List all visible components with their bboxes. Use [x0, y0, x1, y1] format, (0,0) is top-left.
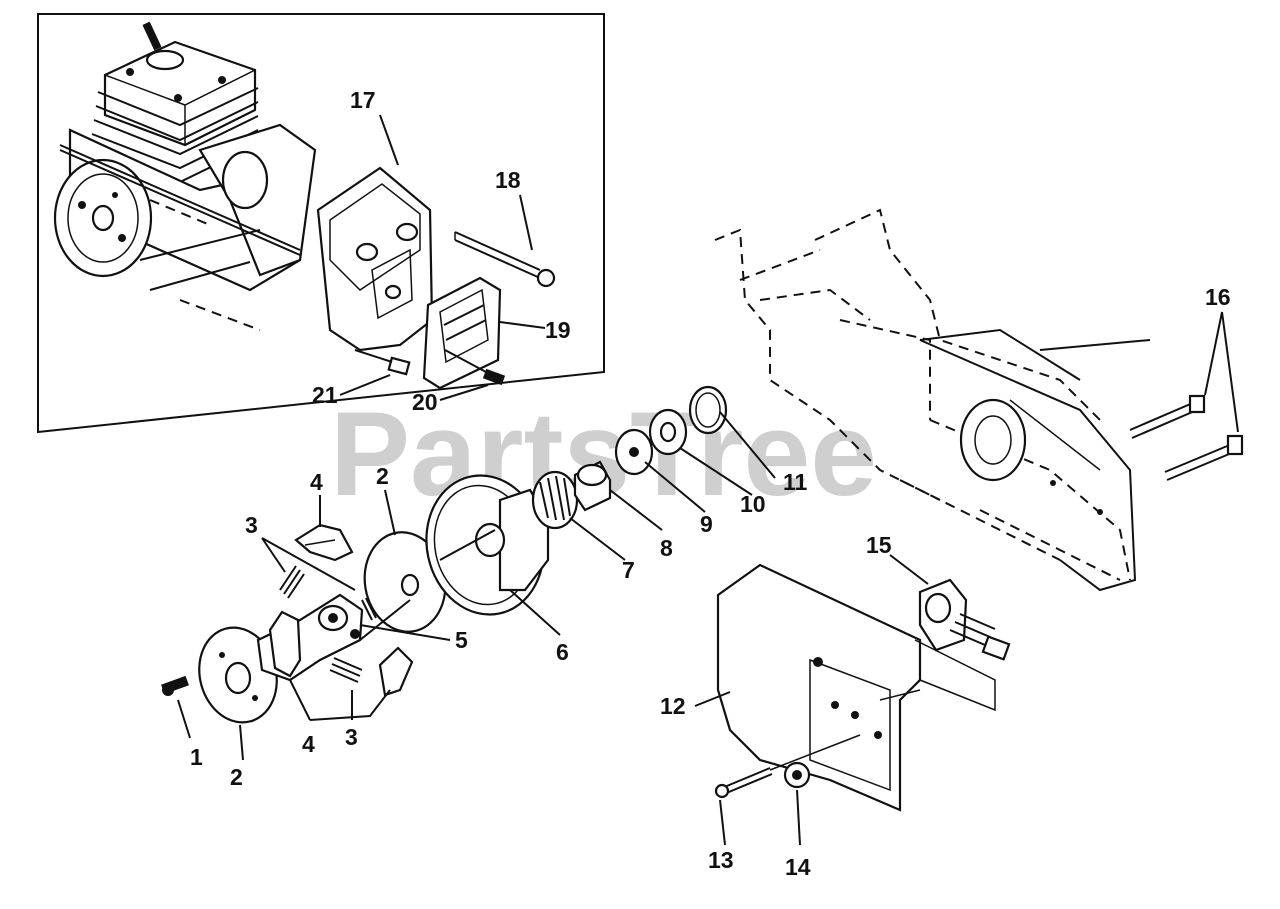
spring-upper-left [279, 565, 305, 599]
callout-5: 5 [455, 627, 468, 653]
callout-12: 12 [660, 693, 686, 719]
needle-bearing [531, 470, 579, 530]
callout-18: 18 [495, 167, 521, 193]
muffler-screen [422, 276, 502, 390]
callout-2-rear-plate: 2 [376, 463, 389, 489]
clutch-shoe-left [268, 610, 302, 678]
callout-20: 20 [412, 389, 438, 415]
engine-crankcase [53, 123, 317, 331]
leader-lines [177, 114, 1239, 846]
side-cover [716, 563, 922, 812]
callout-7: 7 [622, 557, 635, 583]
callout-9: 9 [700, 511, 713, 537]
muffler [316, 166, 434, 352]
spacer [573, 460, 612, 512]
bolt-18 [454, 231, 556, 288]
inset-panel [37, 13, 605, 434]
washer [614, 428, 654, 476]
inset-border [37, 13, 605, 434]
screw-21 [387, 356, 411, 376]
clutch-assembly [161, 385, 728, 724]
clutch-shoe-bottom [378, 646, 414, 697]
nut-14 [783, 761, 811, 789]
callout-2-front-plate: 2 [230, 764, 243, 790]
callout-3-upper: 3 [245, 512, 258, 538]
bearing-washer [648, 408, 688, 456]
callout-10: 10 [740, 491, 766, 517]
sprocket [959, 398, 1027, 482]
screw-20 [482, 368, 506, 386]
snap-ring [688, 385, 728, 435]
callout-14: 14 [785, 854, 811, 880]
spring-lower [329, 657, 363, 683]
callout-3-lower: 3 [345, 724, 358, 750]
bolt-16-upper [1129, 394, 1206, 439]
callout-21: 21 [312, 382, 338, 408]
engine-housing [714, 208, 1151, 592]
clutch-plate-front [198, 626, 278, 724]
callout-16: 16 [1205, 284, 1231, 310]
callout-4-lower: 4 [302, 731, 315, 757]
callout-6: 6 [556, 639, 569, 665]
callout-19: 19 [545, 317, 571, 343]
callout-15: 15 [866, 532, 892, 558]
callout-1: 1 [190, 744, 203, 770]
callout-11: 11 [783, 469, 808, 495]
callout-8: 8 [660, 535, 673, 561]
oil-pump [879, 578, 1011, 712]
callout-17: 17 [350, 87, 376, 113]
screw-13 [714, 734, 861, 799]
callout-4-upper: 4 [310, 469, 323, 495]
screw-1 [161, 675, 189, 696]
callout-13: 13 [708, 847, 734, 873]
bolt-16-lower [1164, 434, 1244, 481]
